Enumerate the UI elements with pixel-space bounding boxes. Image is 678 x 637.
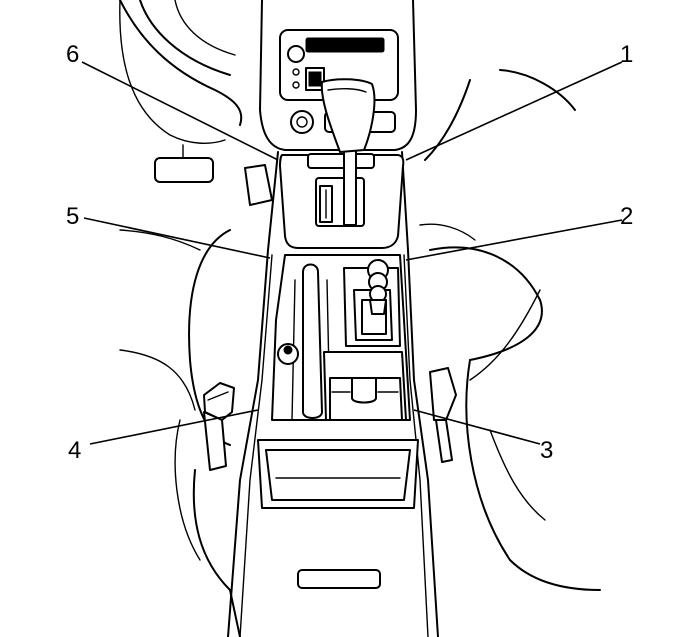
left-seatbelt-buckle [203,382,235,471]
leader-lines [81,61,623,445]
shifter-bezel [279,153,405,249]
callout-1: 1 [620,41,633,68]
leader-1 [405,61,623,161]
callout-6: 6 [66,41,79,68]
console-knob [277,343,299,365]
transfer-case-lever [343,259,401,347]
leader-2 [405,219,623,261]
steering-wheel [119,0,243,144]
callout-5: 5 [66,203,79,230]
right-seatbelt-buckle [429,367,457,463]
rear-storage-bin [257,439,419,509]
leader-4 [89,409,259,445]
rear-tray [297,569,381,589]
right-seat [419,69,601,591]
shift-lever [320,78,376,226]
leader-6 [81,61,279,161]
cup-holder [323,351,407,421]
console-body [227,151,439,637]
callout-3: 3 [540,437,553,464]
brake-pedal [154,144,214,183]
callout-4: 4 [68,437,81,464]
leader-5 [83,217,271,259]
callout-2: 2 [620,203,633,230]
accelerator-pedal [244,164,273,206]
leader-3 [413,409,541,445]
